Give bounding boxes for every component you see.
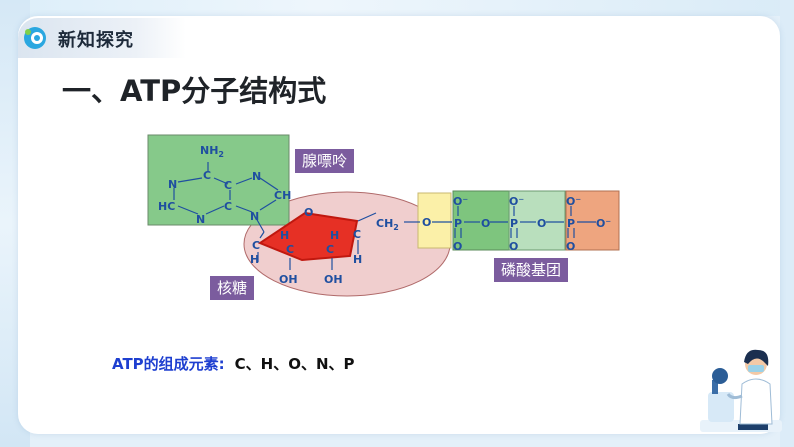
atom-c: C (353, 228, 361, 241)
phosphate-3-region (565, 190, 620, 251)
atom-h: H (280, 229, 289, 242)
atom-o: O (566, 240, 575, 253)
atom-c: C (224, 200, 232, 213)
atom-n: N (252, 170, 261, 183)
atom-c: C (203, 169, 211, 182)
atom-nh2: NH2 (200, 144, 224, 159)
atom-hc: HC (158, 200, 175, 213)
right-decoration (780, 0, 794, 447)
atom-ch: CH (274, 189, 291, 202)
atom-o: O (481, 217, 490, 230)
phosphate-2-region (508, 190, 566, 251)
atom-o-minus: O⁻ (453, 195, 468, 208)
atom-h: H (250, 253, 259, 266)
atom-o-minus: O⁻ (596, 217, 611, 230)
atom-n: N (196, 213, 205, 226)
phosphate-1-region (452, 190, 510, 251)
atom-o-minus: O⁻ (509, 195, 524, 208)
atom-h: H (353, 253, 362, 266)
scientist-illustration-icon (700, 349, 782, 432)
atom-c: C (326, 243, 334, 256)
atom-o-minus: O⁻ (566, 195, 581, 208)
atom-o: O (537, 217, 546, 230)
atom-ch2: CH2 (376, 217, 399, 232)
atom-n: N (250, 210, 259, 223)
atom-o: O (453, 240, 462, 253)
atom-c: C (252, 239, 260, 252)
atom-p: P (567, 217, 575, 230)
ribose-ring (257, 211, 359, 262)
adenine-label: 腺嘌呤 (295, 149, 355, 173)
atom-oh: OH (279, 273, 298, 286)
atp-elements-line: ATP的组成元素: C、H、O、N、P (112, 353, 355, 374)
link-region (417, 192, 452, 249)
atom-c: C (224, 179, 232, 192)
atom-o: O (304, 206, 313, 219)
atom-n: N (168, 178, 177, 191)
top-decoration (0, 0, 794, 16)
phosphate-label: 磷酸基团 (494, 258, 569, 282)
elements-value: C、H、O、N、P (234, 355, 355, 373)
elements-label: ATP的组成元素: (112, 355, 225, 373)
atom-p: P (454, 217, 462, 230)
atp-structure-diagram: NH2 C N C N CH HC C N N O C H H C C C H … (147, 134, 620, 297)
page-title: 一、ATP分子结构式 (62, 74, 327, 108)
section-tag: 新知探究 (58, 30, 134, 51)
ribose-label: 核糖 (210, 276, 255, 300)
atom-c: C (286, 243, 294, 256)
atom-oh: OH (324, 273, 343, 286)
atom-o: O (509, 240, 518, 253)
atom-o: O (422, 216, 431, 229)
atom-p: P (510, 217, 518, 230)
atom-h: H (330, 229, 339, 242)
brand-logo-icon (24, 27, 46, 49)
